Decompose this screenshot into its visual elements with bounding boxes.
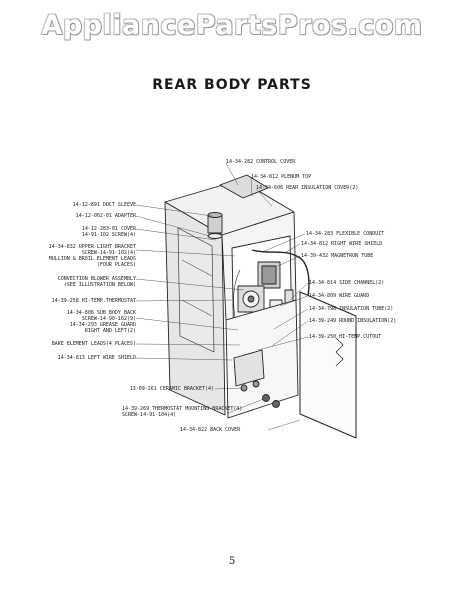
control-cover [219,174,269,199]
callout-convection-blower: CONVECTION BLOWER ASSEMBLY (SEE ILLUSTRA… [57,276,136,288]
adapter [207,233,223,239]
callout-left-wire-shield: 14-34-813 LEFT WIRE SHIELD [57,355,136,361]
blower-assembly [237,285,265,313]
watermark-logo: AppliancePartsPros.com [41,10,423,41]
callout-thermostat-mounting-bracket: 14-39-269 THERMOSTAT MOUNTING BRACKET(4)… [122,406,243,418]
callout-cover-screw: 14-12-283-01 COVER 14-91-102 SCREW(4) [81,226,136,238]
callout-sub-body-back: 14-34-806 SUB BODY BACK SCREW-14-90-162(… [66,310,136,334]
page-title: REAR BODY PARTS [152,77,312,93]
callout-adapter: 14-12-002-01 ADAPTER [75,213,136,219]
callout-round-insulation: 14-39-249 ROUND INSULATION(2) [309,318,397,324]
callout-insulation-tube: 14-34-798 INSULATION TUBE(2) [309,306,394,312]
callout-control-cover: 14-34-282 CONTROL COVER [226,159,296,165]
callout-magnetron-tube: 14-39-432 MAGNETRON TUBE [301,253,374,259]
callout-duct-sleeve: 14-12-891 DUCT SLEEVE [72,202,136,208]
callout-bake-element-leads: BAKE ELEMENT LEADS(4 PLACES) [51,341,136,347]
left-insulation-panel [177,227,215,353]
callout-ceramic-bracket: 13-09-261 CERAMIC BRACKET(4) [129,386,214,392]
callout-upper-light-bracket: 14-34-832 UPPER LIGHT BRACKET SCREW-14-9… [48,244,136,268]
callout-hi-temp-cutout: 14-39-250 HI-TEMP.CUTOUT [309,334,382,340]
appliance-body [164,174,357,439]
duct-sleeve-top [207,212,223,218]
back-cover [299,291,357,439]
page-number: 5 [228,556,236,567]
callout-back-cover: 14-34-822 BACK COVER [180,427,241,433]
leader-lines [135,162,309,431]
callout-rear-insulation-cover: 14-34-606 REAR INSULATION COVER(2) [256,185,359,191]
callout-side-channel: 14-34-814 SIDE CHANNEL(2) [309,280,385,286]
callout-hi-temp-thermostat: 14-39-258 HI-TEMP.THERMOSTAT [51,298,136,304]
callout-right-wire-shield: 14-34-812 RIGHT WIRE SHIELD [301,241,383,247]
callout-flexible-conduit: 14-34-283 FLEXIBLE CONDUIT [306,231,385,237]
callout-plenum-top: 14-34-812 PLENUM TOP [251,174,312,180]
callout-wire-guard: 14-34-809 WIRE GUARD [309,293,370,299]
grease-guard [233,349,265,387]
